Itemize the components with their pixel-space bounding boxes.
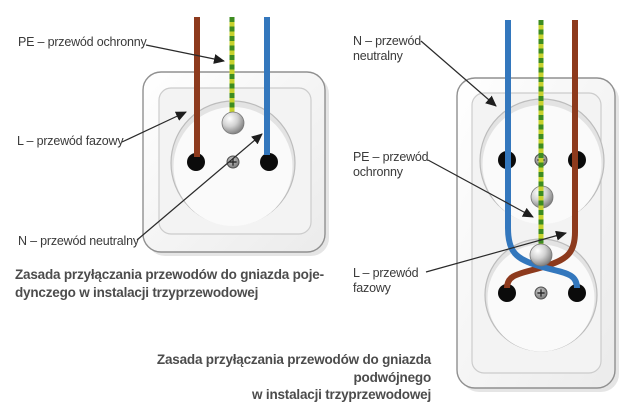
label-left-pe: PE – przewód ochronny — [18, 35, 147, 49]
double-socket-diagram — [456, 20, 619, 392]
arrow-right-pe — [427, 159, 534, 218]
bottom-socket-hole-right — [568, 284, 586, 302]
arrow-right-l — [425, 230, 567, 273]
label-right-pe: PE – przewód ochronny — [353, 150, 429, 179]
socket-hole-left — [187, 153, 205, 171]
center-screw — [226, 155, 240, 169]
arrow-left-n — [136, 133, 263, 241]
label-right-n: N – przewód neutralny — [353, 34, 421, 63]
label-left-l: L – przewód fazowy — [17, 134, 124, 148]
bottom-earth-pin — [529, 243, 553, 267]
label-left-n: N – przewód neutralny — [18, 234, 139, 248]
label-right-l: L – przewód fazowy — [353, 266, 419, 295]
arrow-left-l — [121, 111, 187, 143]
caption-double-socket: Zasada przyłączania przewodów do gniazda… — [156, 352, 431, 402]
single-socket-diagram — [142, 17, 329, 256]
arrow-right-n — [420, 40, 497, 107]
arrow-left-pe — [145, 44, 225, 64]
bottom-center-screw — [534, 286, 548, 300]
callout-arrows — [121, 40, 567, 273]
bottom-socket-hole-left — [498, 284, 516, 302]
socket-hole-right — [260, 153, 278, 171]
earth-pin — [221, 111, 245, 135]
caption-single-socket: Zasada przyłączania przewodów do gniazda… — [15, 267, 324, 300]
